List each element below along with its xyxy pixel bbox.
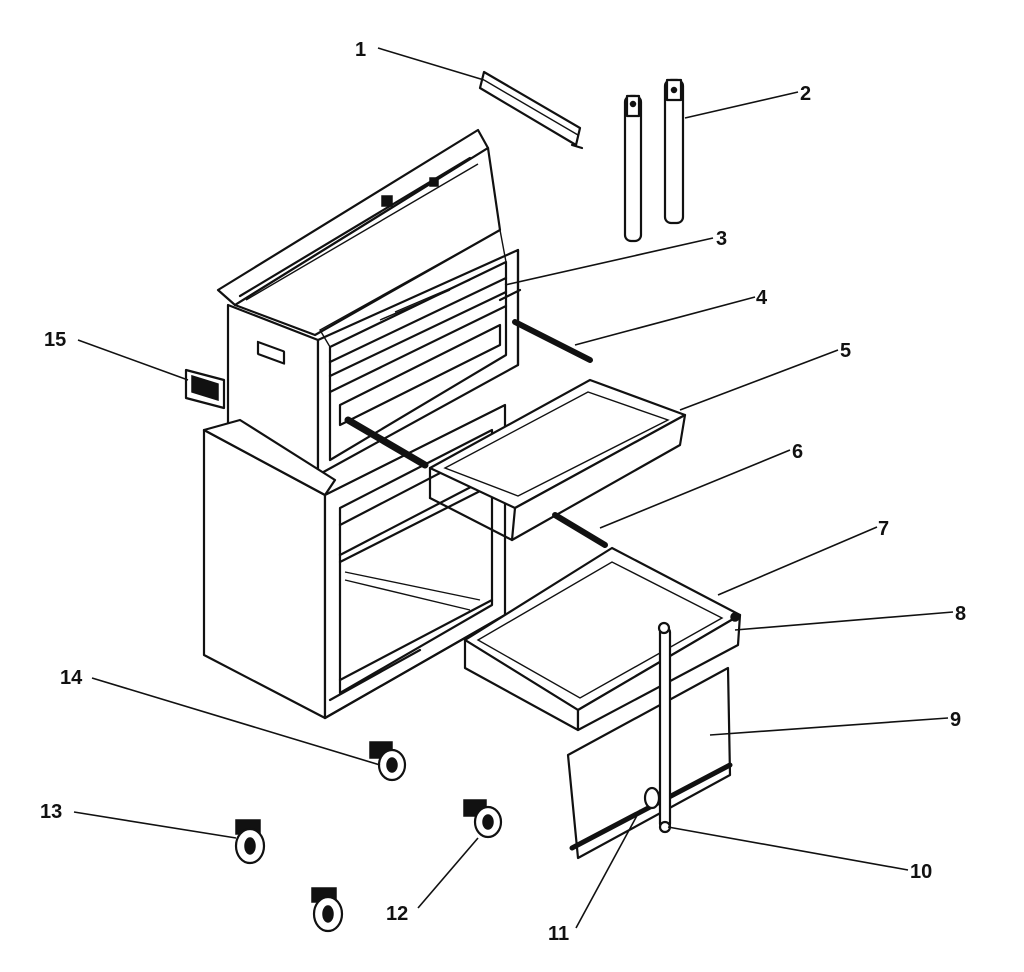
callout-3: 3 (716, 228, 727, 250)
part-14-caster (369, 741, 407, 782)
callout-13: 13 (40, 801, 62, 823)
callout-14: 14 (60, 667, 83, 689)
callout-12: 12 (386, 903, 408, 925)
part-5-drawer (428, 378, 687, 542)
part-6-drawer-slide (552, 512, 608, 548)
callout-8: 8 (955, 603, 966, 625)
part-13-caster-second (311, 887, 344, 933)
callout-1: 1 (355, 39, 366, 61)
part-2-lid-supports (623, 78, 685, 243)
part-13-caster (234, 819, 266, 865)
callout-labels: 1 2 3 4 5 6 7 8 9 10 11 12 13 14 15 (40, 39, 966, 945)
part-15-side-handle (184, 368, 226, 410)
part-4-drawer-slides (344, 319, 593, 469)
callout-10: 10 (910, 861, 932, 883)
leader-lines (73, 47, 954, 929)
callout-15: 15 (44, 329, 66, 351)
part-10-hinge-rod (657, 621, 672, 834)
callout-4: 4 (756, 287, 768, 309)
callout-11: 11 (548, 923, 569, 945)
part-12-caster (463, 799, 503, 839)
callout-9: 9 (950, 709, 961, 731)
callout-6: 6 (792, 441, 803, 463)
callout-5: 5 (840, 340, 851, 362)
callout-7: 7 (878, 518, 889, 540)
part-11-hinge-pin (643, 786, 661, 810)
callout-2: 2 (800, 83, 811, 105)
part-1-trim-strip (478, 70, 584, 150)
